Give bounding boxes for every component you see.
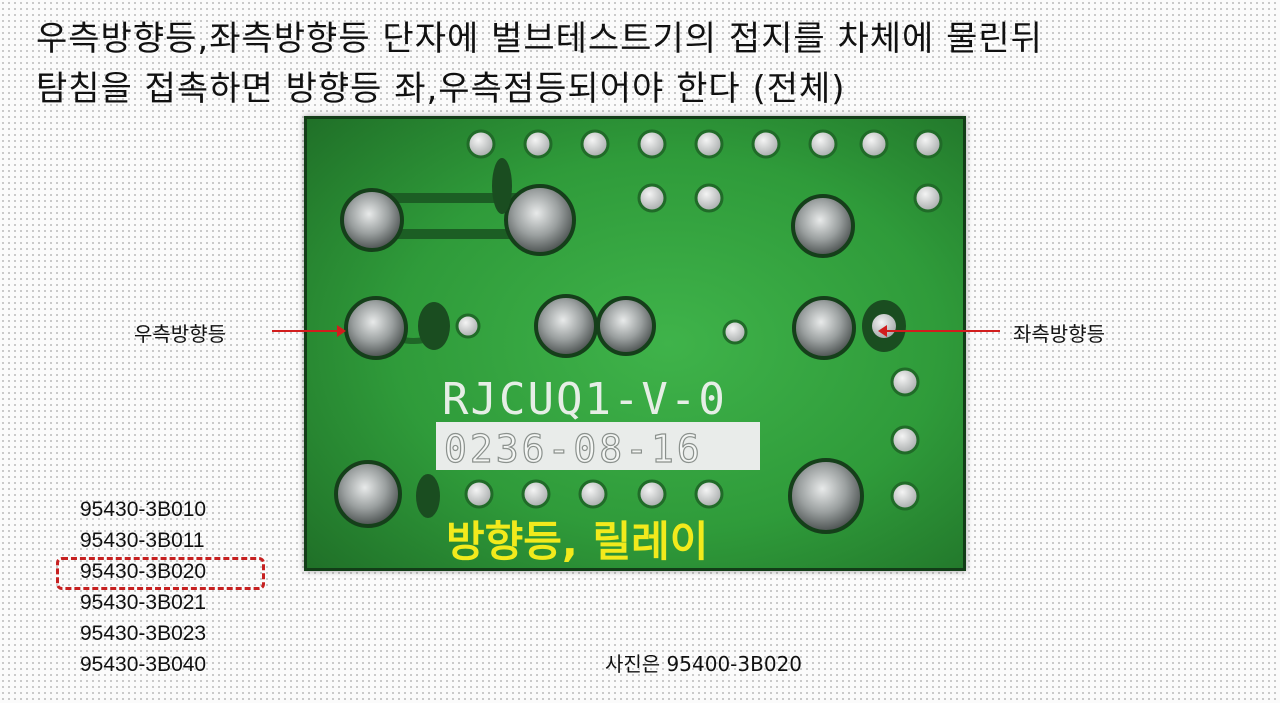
part-number-item: 95430-3B020 — [80, 560, 207, 583]
part-number-item: 95430-3B021 — [80, 591, 207, 614]
title-line-1: 우측방향등,좌측방향등 단자에 벌브테스트기의 접지를 차체에 물린뒤 — [36, 19, 1043, 59]
pcb-illustration: RJCUQ1-V-0 0236-08-16 방향등, 릴레이 — [304, 116, 966, 571]
date-code-text: 0236-08-16 — [444, 427, 703, 471]
board-marking-text: RJCUQ1-V-0 — [442, 374, 727, 425]
overlay-caption: 방향등, 릴레이 — [446, 517, 708, 566]
right-signal-arrow-icon — [272, 325, 346, 337]
slide-title: 우측방향등,좌측방향등 단자에 벌브테스트기의 접지를 차체에 물린뒤 탐침을 … — [36, 14, 1266, 114]
part-number-list: 95430-3B010 95430-3B011 95430-3B020 9543… — [80, 494, 206, 680]
right-turn-signal-label: 우측방향등 — [134, 322, 226, 346]
left-signal-arrow-icon — [878, 325, 1000, 337]
relay-board-photo: RJCUQ1-V-0 0236-08-16 방향등, 릴레이 — [304, 116, 966, 571]
part-number-item: 95430-3B011 — [80, 529, 205, 552]
title-line-2: 탐침을 접촉하면 방향등 좌,우측점등되어야 한다 (전체) — [36, 69, 846, 109]
part-number-item: 95430-3B010 — [80, 498, 207, 521]
left-turn-signal-label: 좌측방향등 — [1013, 322, 1105, 346]
part-number-item: 95430-3B040 — [80, 653, 207, 676]
highlighted-part-box — [56, 557, 265, 590]
photo-caption: 사진은 95400-3B020 — [605, 652, 803, 676]
part-number-item: 95430-3B023 — [80, 622, 207, 645]
